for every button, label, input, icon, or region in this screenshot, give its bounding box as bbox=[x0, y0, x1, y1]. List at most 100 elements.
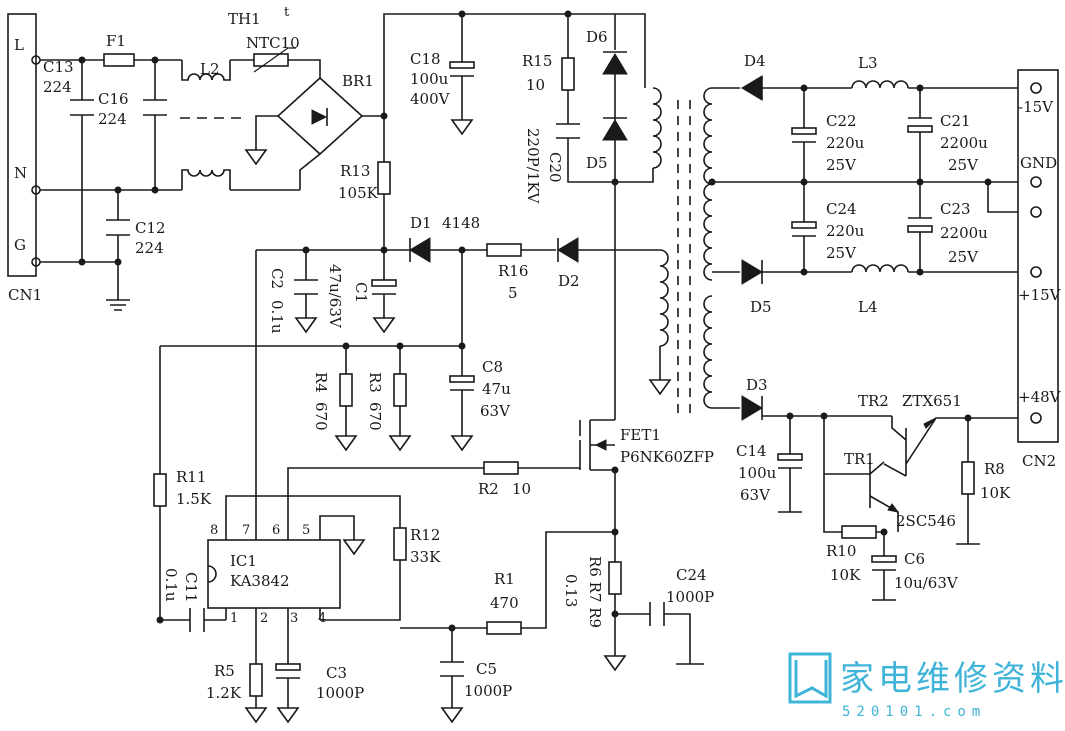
tr1-label: TR1 bbox=[844, 450, 875, 468]
diode-d5a bbox=[602, 119, 628, 141]
d5b-label: D5 bbox=[750, 298, 772, 316]
cap-c12 bbox=[106, 219, 130, 236]
r16-label: R16 bbox=[498, 262, 528, 280]
r1-label: R1 bbox=[494, 570, 515, 588]
cap-c24b bbox=[615, 602, 691, 664]
r8-label: R8 bbox=[984, 460, 1005, 478]
c14-value2: 63V bbox=[740, 486, 771, 504]
ground-icon bbox=[372, 317, 396, 334]
c21-value2: 25V bbox=[948, 156, 979, 174]
r1-value: 470 bbox=[490, 594, 519, 612]
c14-label: C14 bbox=[736, 442, 767, 460]
rail-minus15 bbox=[741, 75, 1018, 213]
cap-c16 bbox=[143, 99, 167, 116]
r2-value: 10 bbox=[512, 480, 531, 498]
c22-value1: 220u bbox=[826, 134, 865, 152]
cap-c11 bbox=[189, 608, 205, 632]
ntc-t-label: t bbox=[284, 5, 290, 20]
r11-label: R11 bbox=[176, 468, 206, 486]
bridge-rectifier-br1 bbox=[244, 76, 384, 190]
c8-label: C8 bbox=[482, 358, 503, 376]
r15-label: R15 bbox=[522, 52, 552, 70]
c14-value1: 100u bbox=[738, 464, 777, 482]
cn2-gnd: GND bbox=[1020, 154, 1057, 172]
pin-5: 5 bbox=[302, 523, 310, 538]
pin-6: 6 bbox=[272, 523, 280, 538]
ground-icon bbox=[450, 435, 474, 452]
resistor-r16 bbox=[486, 243, 522, 257]
cn1-label: CN1 bbox=[8, 286, 42, 304]
diode-d4 bbox=[741, 75, 763, 101]
resistor-r15 bbox=[561, 57, 575, 91]
c18-value1: 100u bbox=[410, 70, 449, 88]
d1-value: 4148 bbox=[442, 214, 480, 232]
diode-d2 bbox=[557, 237, 579, 263]
choke-l2 bbox=[180, 59, 300, 191]
cn2-plus15: +15V bbox=[1018, 286, 1062, 304]
c18-value2: 400V bbox=[410, 90, 451, 108]
c16-value: 224 bbox=[98, 110, 127, 128]
resistor-r6 bbox=[608, 561, 622, 595]
r5-value: 1.2K bbox=[206, 684, 242, 702]
resistor-r11 bbox=[153, 473, 167, 507]
diode-d1 bbox=[409, 237, 431, 263]
r6-value: 0.13 bbox=[562, 574, 580, 607]
watermark-logo bbox=[788, 652, 832, 704]
c20-label: C20 bbox=[546, 152, 564, 183]
c6-value: 10u/63V bbox=[894, 574, 959, 592]
pin-8: 8 bbox=[210, 523, 218, 538]
ground-icon bbox=[342, 539, 366, 556]
resistor-r8 bbox=[961, 461, 975, 495]
ic1-label: IC1 bbox=[230, 552, 257, 570]
c23-label: C23 bbox=[940, 200, 971, 218]
resistor-r4 bbox=[339, 373, 353, 407]
cap-c6 bbox=[871, 555, 897, 563]
r6-label: R6 R7 R9 bbox=[586, 556, 604, 628]
ic-wiring bbox=[153, 250, 704, 724]
diode-d3 bbox=[741, 395, 763, 421]
cn1-pin-n: N bbox=[14, 164, 27, 182]
c22-label: C22 bbox=[826, 112, 857, 130]
br1-label: BR1 bbox=[342, 72, 374, 90]
cap-c1 bbox=[371, 279, 397, 287]
cap-c23 bbox=[907, 225, 933, 233]
cap-c8 bbox=[449, 375, 475, 383]
cn2-minus15: -15V bbox=[1018, 98, 1054, 116]
c11-label: C11 bbox=[182, 572, 200, 603]
d3-label: D3 bbox=[746, 376, 768, 394]
cap-c20 bbox=[556, 123, 580, 139]
d2-label: D2 bbox=[558, 272, 580, 290]
watermark-brand: 家电维修资料网 bbox=[840, 659, 1065, 699]
c22-value2: 25V bbox=[826, 156, 857, 174]
resistor-r3 bbox=[393, 373, 407, 407]
cap-c3 bbox=[275, 663, 301, 671]
ntc-label: NTC10 bbox=[246, 34, 300, 52]
cap-c21 bbox=[907, 125, 933, 133]
c2-value: 0.1u bbox=[268, 300, 286, 334]
f1-label: F1 bbox=[106, 32, 126, 50]
c24-value2: 25V bbox=[826, 244, 857, 262]
cn2-plus48: +48V bbox=[1018, 388, 1062, 406]
resistor-r5 bbox=[249, 663, 263, 697]
cap-c5 bbox=[440, 661, 464, 677]
ground-icon bbox=[648, 379, 672, 396]
resistor-r10 bbox=[841, 525, 877, 539]
c1-value: 47u/63V bbox=[326, 264, 344, 329]
cn1-pin-g: G bbox=[14, 236, 26, 254]
pin-7: 7 bbox=[242, 523, 250, 538]
inductor-l4 bbox=[851, 264, 909, 273]
r4-value: 670 bbox=[312, 402, 330, 431]
c8-value2: 63V bbox=[480, 402, 511, 420]
r4-label: R4 bbox=[312, 372, 330, 393]
resistor-r12 bbox=[393, 527, 407, 561]
pin-3: 3 bbox=[290, 611, 298, 626]
l4-label: L4 bbox=[858, 298, 878, 316]
earth-ground-icon bbox=[106, 299, 130, 311]
startup-aux-wiring bbox=[160, 116, 672, 452]
tr1-part: 2SC546 bbox=[896, 512, 956, 530]
rail-plus48 bbox=[741, 395, 1018, 601]
r3-label: R3 bbox=[366, 372, 384, 393]
r11-value: 1.5K bbox=[176, 490, 212, 508]
tr2-label: TR2 bbox=[858, 392, 889, 410]
cn1-pin-l: L bbox=[14, 36, 24, 54]
